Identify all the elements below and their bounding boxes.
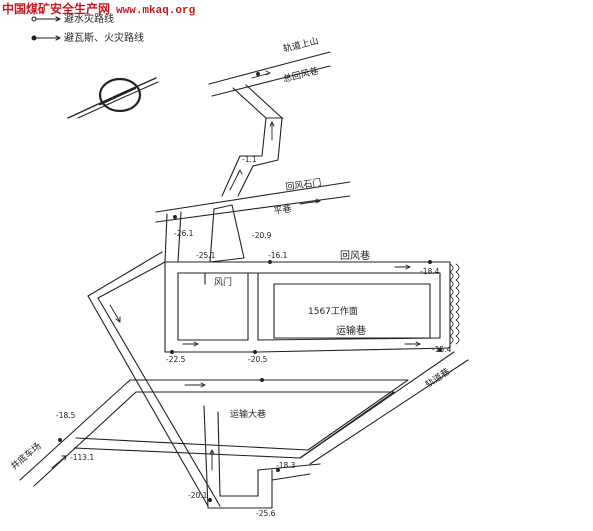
elevation-label: -18.4 bbox=[420, 267, 440, 276]
elevation-label: -1.1 bbox=[242, 155, 257, 164]
station-dots bbox=[58, 72, 442, 502]
elevation-label: -25.1 bbox=[196, 251, 216, 260]
compass-rose-icon bbox=[67, 77, 159, 119]
label-shaft-station: 井底车场 bbox=[8, 440, 43, 472]
legend-gas-fire-route-symbol bbox=[31, 35, 61, 41]
elevation-label: -113.1 bbox=[70, 453, 94, 462]
label-return-air-main: 总回风巷 bbox=[282, 65, 320, 85]
escape-route-markers bbox=[51, 70, 421, 471]
label-working-face: 1567工作面 bbox=[308, 305, 358, 317]
legend-water-route-symbol bbox=[31, 16, 61, 22]
elevation-label: -22.5 bbox=[166, 355, 186, 364]
elevation-label: -18.3 bbox=[276, 461, 296, 470]
elevation-label: -20.5 bbox=[248, 355, 268, 364]
elevation-label: -16.1 bbox=[268, 251, 288, 260]
inclined-roadway bbox=[87, 251, 221, 507]
watermark: 中国煤矿安全生产网 www.mkaq.org bbox=[2, 0, 195, 17]
upper-roadway bbox=[208, 51, 331, 197]
elevation-label: -15.4 bbox=[432, 345, 452, 354]
label-return-road: 回风巷 bbox=[340, 250, 370, 262]
legend-label-water-route: 避水灾路线 bbox=[64, 12, 114, 25]
legend bbox=[31, 16, 61, 41]
label-air-crossing: 回风石门 bbox=[285, 176, 322, 193]
legend-label-gas-fire-route: 避瓦斯、火灾路线 bbox=[64, 31, 144, 44]
elevation-label: -20.1 bbox=[188, 491, 208, 500]
main-transport-loop bbox=[19, 351, 469, 509]
elevation-label: -25.6 bbox=[256, 509, 276, 518]
elevation-label: -26.1 bbox=[174, 229, 194, 238]
air-return-crossing bbox=[155, 181, 351, 263]
elevation-label: -20.9 bbox=[252, 231, 272, 240]
watermark-url: www.mkaq.org bbox=[116, 5, 196, 17]
label-track-road: 轨道巷 bbox=[423, 365, 452, 390]
elevation-label: -18.5 bbox=[56, 411, 76, 420]
watermark-site-name: 中国煤矿安全生产网 bbox=[2, 2, 111, 16]
label-track-upper: 轨道上山 bbox=[282, 35, 320, 55]
label-flat-road: 平巷 bbox=[273, 204, 292, 217]
label-transport-road: 运输巷 bbox=[336, 324, 366, 337]
label-main-transport: 运输大巷 bbox=[230, 408, 266, 420]
elevation-labels: -1.1 -16.1 -20.9 -25.1 -18.4 -22.5 -20.5… bbox=[56, 155, 452, 518]
label-air-door: 风门 bbox=[214, 276, 232, 288]
working-face-block bbox=[164, 261, 460, 353]
